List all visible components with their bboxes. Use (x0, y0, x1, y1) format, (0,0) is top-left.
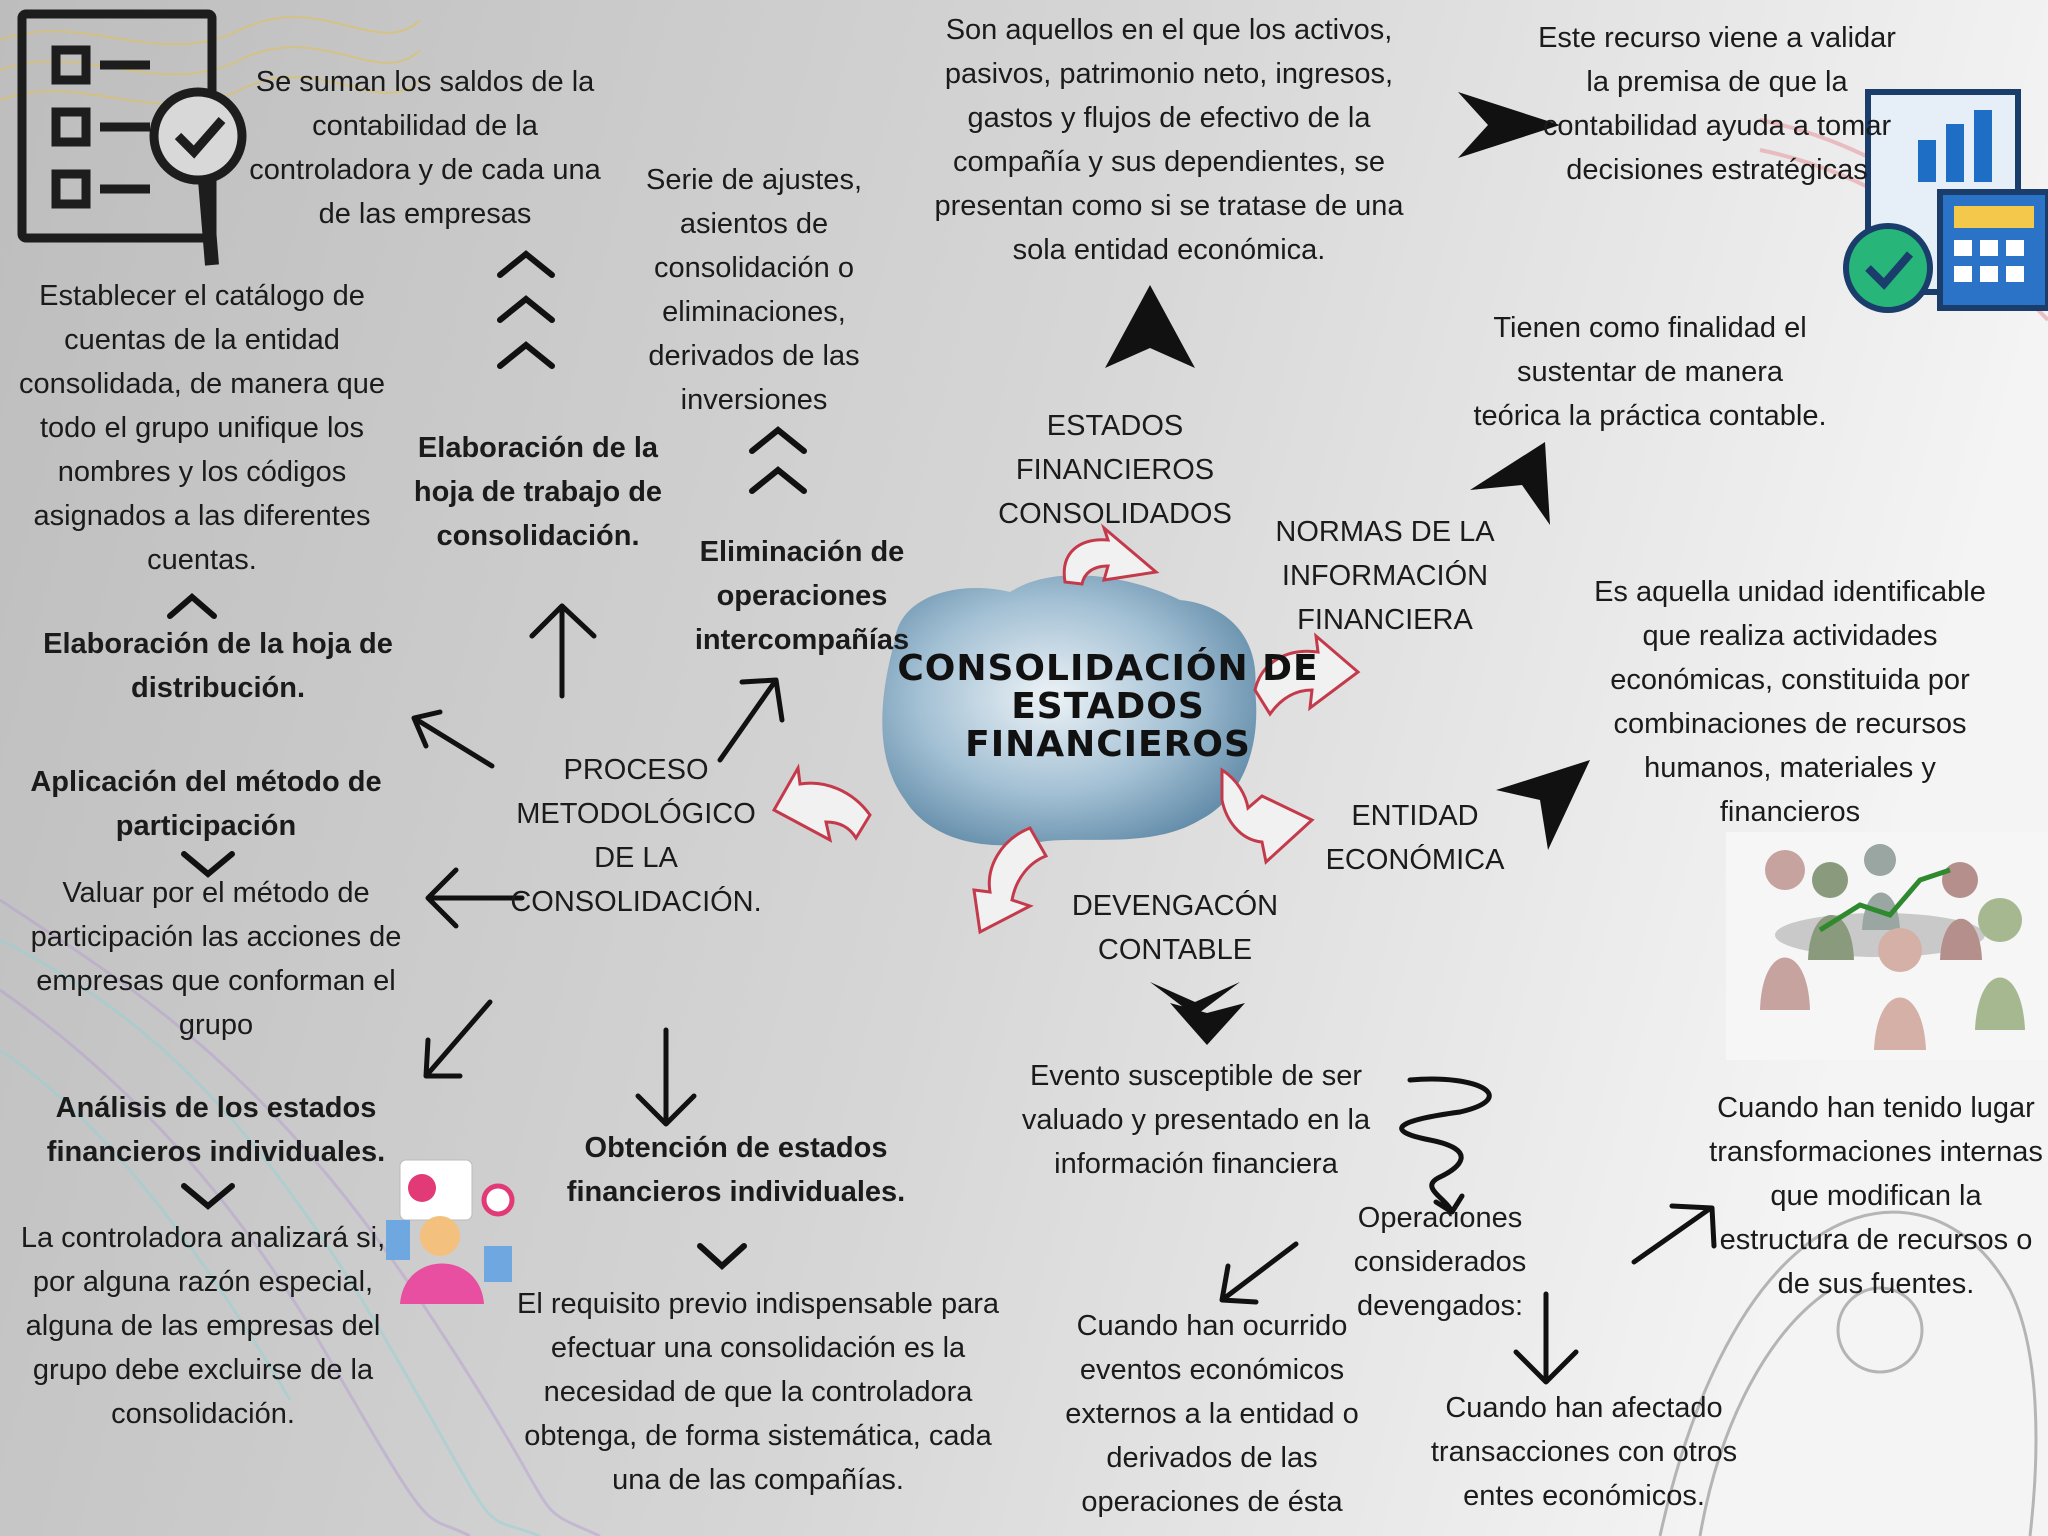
proc-obtencion: Obtención de estados financieros individ… (566, 1132, 906, 1208)
branch-proceso: PROCESO METODOLÓGICO DE LA CONSOLIDACIÓN… (510, 754, 762, 918)
def-recurso: Este recurso viene a validar la premisa … (1538, 22, 1896, 186)
op-internas: Cuando han tenido lugar transformaciones… (1709, 1092, 2043, 1300)
proc-requisito: El requisito previo indispensable para e… (516, 1288, 999, 1496)
def-estados-financieros: Son aquellos en el que los activos, pasi… (934, 14, 1404, 266)
branch-normas: NORMAS DE LA INFORMACIÓN FINANCIERA (1275, 516, 1495, 636)
proc-eliminacion: Eliminación de operaciones intercompañía… (694, 536, 910, 656)
proc-metodo-participacion: Aplicación del método de participación (30, 766, 382, 842)
op-externos: Cuando han ocurrido eventos económicos e… (1065, 1310, 1359, 1518)
proc-hoja-trabajo: Elaboración de la hoja de trabajo de con… (413, 432, 663, 552)
proc-serie-ajustes: Serie de ajustes, asientos de consolidac… (645, 164, 862, 416)
proc-valuar: Valuar por el método de participación la… (30, 877, 402, 1041)
def-entidad: Es aquella unidad identificable que real… (1594, 576, 1986, 828)
branch-entidad: ENTIDAD ECONÓMICA (1325, 800, 1505, 876)
branch-estados-financieros: ESTADOS FINANCIEROS CONSOLIDADOS (998, 410, 1232, 530)
proc-suman-saldos: Se suman los saldos de la contabilidad d… (249, 66, 601, 230)
proc-catalogo: Establecer el catálogo de cuentas de la … (19, 280, 385, 576)
branch-devengacion: DEVENGACÓN CONTABLE (1071, 890, 1279, 966)
operaciones-title: Operaciones considerados devengados: (1353, 1202, 1527, 1322)
def-devengacion: Evento susceptible de ser valuado y pres… (1021, 1060, 1371, 1180)
proc-hoja-distribucion: Elaboración de la hoja de distribución. (43, 628, 393, 704)
center-title: CONSOLIDACIÓN DE ESTADOS FINANCIEROS (897, 648, 1319, 765)
center-blob (882, 575, 1257, 846)
proc-controladora: La controladora analizará si, por alguna… (20, 1222, 386, 1430)
def-normas: Tienen como finalidad el sustentar de ma… (1473, 312, 1827, 432)
proc-analisis: Análisis de los estados financieros indi… (46, 1092, 386, 1168)
op-transacciones: Cuando han afectado transacciones con ot… (1430, 1392, 1738, 1512)
